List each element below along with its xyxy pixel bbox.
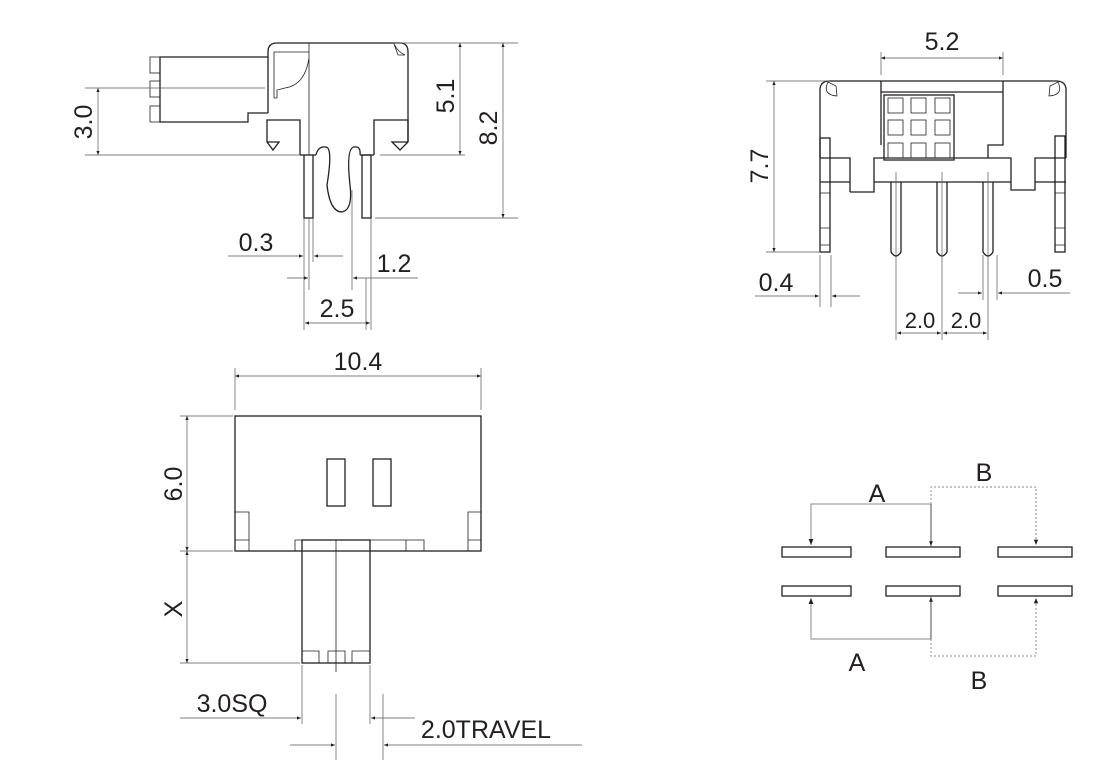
dim-top-width: 10.4 [334, 348, 383, 376]
dim-pitch-1: 2.0 [905, 308, 936, 333]
actuator-tab [149, 80, 161, 98]
contact-lower-2 [885, 585, 961, 597]
slider-knurl [883, 94, 955, 161]
dim-total-height: 8.2 [475, 111, 503, 146]
dim-actuator-length: X [160, 600, 188, 617]
dim-top-depth: 6.0 [160, 467, 188, 502]
dim-pin-width: 0.3 [239, 229, 274, 257]
label-a-top: A [869, 480, 886, 508]
front-side-pin-left [819, 137, 831, 253]
contact-lower-3 [997, 585, 1073, 597]
side-actuator [159, 56, 268, 123]
actuator-tab [149, 56, 161, 74]
dim-body-height: 5.1 [432, 79, 460, 114]
side-spring-contact [315, 146, 361, 213]
front-side-pin-right [1054, 135, 1066, 253]
front-slider [880, 81, 1004, 158]
label-b-bottom: B [971, 667, 988, 695]
actuator-tab [149, 105, 161, 123]
side-left-foot [266, 119, 301, 155]
contact-upper-2 [885, 546, 961, 558]
dim-slider-width: 5.2 [925, 28, 960, 56]
top-slot [372, 458, 392, 507]
knurl-squares [887, 97, 951, 159]
dim-actuator-size: 3.0SQ [197, 690, 268, 718]
dim-pin-pitch: 2.5 [320, 295, 355, 323]
contact-upper-1 [781, 546, 852, 558]
label-b-top: B [976, 459, 993, 487]
dim-pitch-2: 2.0 [951, 308, 982, 333]
top-view: 10.4 6.0 X 3.0SQ 2.0TRAVEL [160, 348, 582, 760]
top-slot [326, 458, 346, 507]
front-view: 5.2 7.7 0.4 0.5 2.0 2.0 [746, 28, 1070, 340]
side-view: 3.0 5.1 8.2 0.3 1.2 2.5 [70, 42, 518, 330]
top-body [234, 415, 482, 552]
side-pin-right [361, 154, 372, 219]
side-pin-left [303, 154, 314, 219]
dim-side-pin: 0.4 [759, 269, 794, 297]
front-flange [820, 157, 1066, 193]
circuit-schematic: A B A B [781, 459, 1073, 695]
label-a-bottom: A [849, 649, 866, 677]
dim-front-height: 7.7 [746, 149, 774, 184]
dim-travel: 2.0TRAVEL [421, 716, 551, 744]
contact-lower-1 [781, 585, 852, 597]
front-body-outline [819, 80, 1067, 158]
dim-pin-gap: 1.2 [377, 250, 412, 278]
dim-actuator-height: 3.0 [70, 105, 98, 140]
side-body-inner [273, 43, 310, 155]
side-right-foot [373, 119, 409, 155]
contact-upper-3 [997, 546, 1073, 558]
side-body-outline [267, 42, 409, 142]
dim-front-pin-width: 0.5 [1028, 265, 1063, 293]
